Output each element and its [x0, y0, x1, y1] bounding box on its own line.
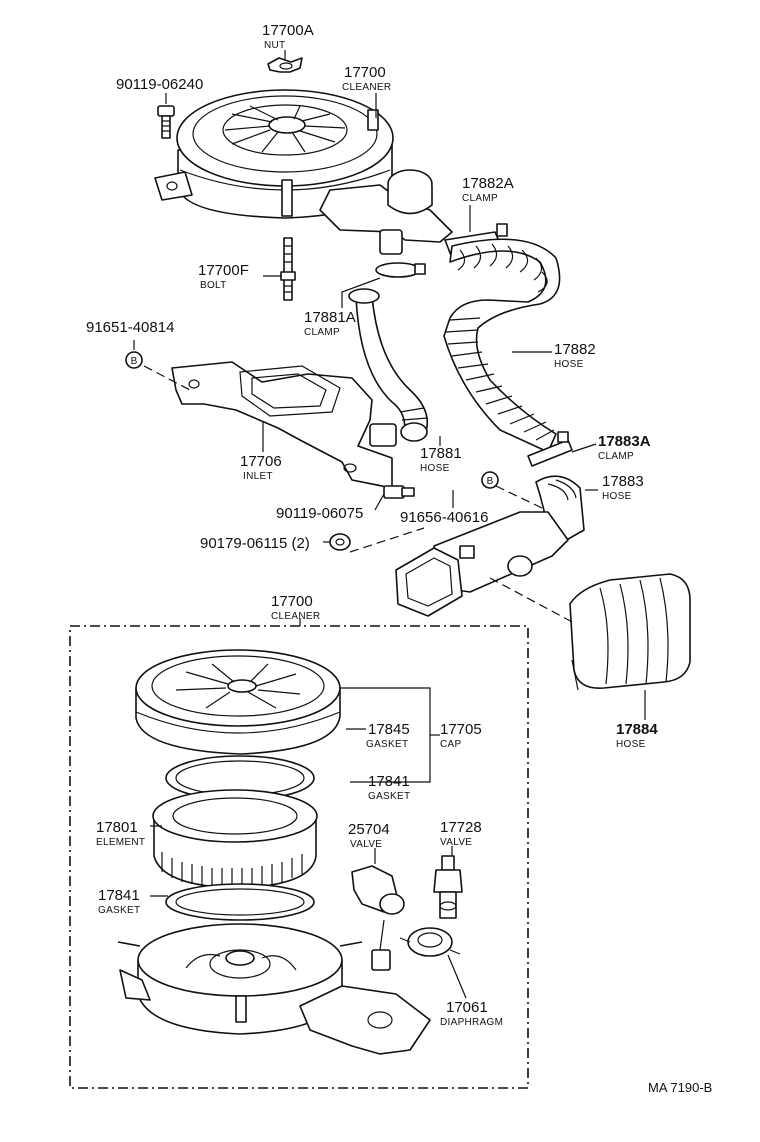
label-17061-number: 17061 [446, 999, 488, 1016]
label-90119-06240: 90119-06240 [116, 76, 203, 93]
marker-b-right: B [481, 471, 499, 489]
marker-b-left-text: B [131, 356, 138, 367]
label-17801-name: ELEMENT [96, 837, 145, 848]
leader-lines-top [133, 50, 646, 720]
label-17700-exploded-name: CLEANER [271, 611, 320, 622]
intake-duct-drawing [395, 511, 569, 617]
label-17882-number: 17882 [554, 341, 596, 358]
clamp-drawing-17883a [527, 431, 573, 467]
nut-drawing-90179 [329, 533, 351, 551]
label-25704-number: 25704 [348, 821, 390, 838]
marker-b-right-text: B [487, 476, 494, 487]
bolt-drawing-top [157, 105, 175, 139]
air-cleaner-drawing-top [154, 89, 453, 255]
label-17700f-number: 17700F [198, 262, 249, 279]
label-17801-number: 17801 [96, 819, 138, 836]
inlet-drawing-17706 [171, 361, 397, 489]
label-17706-name: INLET [243, 471, 273, 482]
label-17845-number: 17845 [368, 721, 410, 738]
label-17705-number: 17705 [440, 721, 482, 738]
label-17881-name: HOSE [420, 463, 450, 474]
hose-drawing-17883 [535, 475, 585, 547]
gasket-drawing-lower [165, 883, 315, 921]
wing-nut-drawing [267, 57, 303, 73]
phantom-lines [143, 365, 577, 625]
label-17700-top-number: 17700 [344, 64, 386, 81]
exploded-view-box [69, 625, 529, 1089]
label-17841-lower-number: 17841 [98, 887, 140, 904]
bolt-drawing-90119-06075 [383, 485, 415, 499]
marker-b-left: B [125, 351, 143, 369]
label-91651-40814: 91651-40814 [86, 319, 174, 336]
label-17882-name: HOSE [554, 359, 584, 370]
label-17700a-number: 17700A [262, 22, 314, 39]
label-17883-number: 17883 [602, 473, 644, 490]
diaphragm-drawing-17061 [399, 927, 461, 957]
label-17884-number: 17884 [616, 721, 658, 738]
label-17883a-number: 17883A [598, 433, 651, 450]
label-17881a-number: 17881A [304, 309, 356, 326]
cap-drawing-17705 [135, 649, 341, 755]
cleaner-body-drawing-lower [117, 923, 431, 1055]
label-17061-name: DIAPHRAGM [440, 1017, 503, 1028]
valve-drawing-25704 [351, 865, 405, 971]
label-17728-number: 17728 [440, 819, 482, 836]
stud-bolt-drawing [280, 237, 296, 301]
label-17700f-name: BOLT [200, 280, 227, 291]
hose-drawing-17881 [348, 288, 429, 442]
element-drawing-17801 [152, 789, 318, 889]
label-17841-upper-number: 17841 [368, 773, 410, 790]
label-17841-lower-name: GASKET [98, 905, 140, 916]
label-17705-name: CAP [440, 739, 461, 750]
label-17700-top-name: CLEANER [342, 82, 391, 93]
label-17882a-name: CLAMP [462, 193, 498, 204]
label-17841-upper-name: GASKET [368, 791, 410, 802]
label-17883a-name: CLAMP [598, 451, 634, 462]
label-17845-name: GASKET [366, 739, 408, 750]
clamp-drawing-17881a [375, 262, 426, 278]
label-17728-name: VALVE [440, 837, 472, 848]
label-17884-name: HOSE [616, 739, 646, 750]
label-17881a-name: CLAMP [304, 327, 340, 338]
label-91656-40616: 91656-40616 [400, 509, 488, 526]
valve-drawing-17728 [433, 855, 463, 919]
label-25704-name: VALVE [350, 839, 382, 850]
label-17882a-number: 17882A [462, 175, 514, 192]
reference-code: MA 7190-B [648, 1080, 712, 1095]
label-90119-06075: 90119-06075 [276, 505, 363, 522]
labels: 17700A NUT 17700 CLEANER 90119-06240 178… [86, 22, 712, 1095]
hose-drawing-17882 [443, 238, 561, 453]
label-17706-number: 17706 [240, 453, 282, 470]
hose-drawing-17884 [569, 573, 691, 691]
label-17700a-name: NUT [264, 40, 285, 51]
label-17883-name: HOSE [602, 491, 632, 502]
label-90179-06115: 90179-06115 (2) [200, 535, 310, 552]
label-17881-number: 17881 [420, 445, 462, 462]
label-17700-exploded-number: 17700 [271, 593, 313, 610]
